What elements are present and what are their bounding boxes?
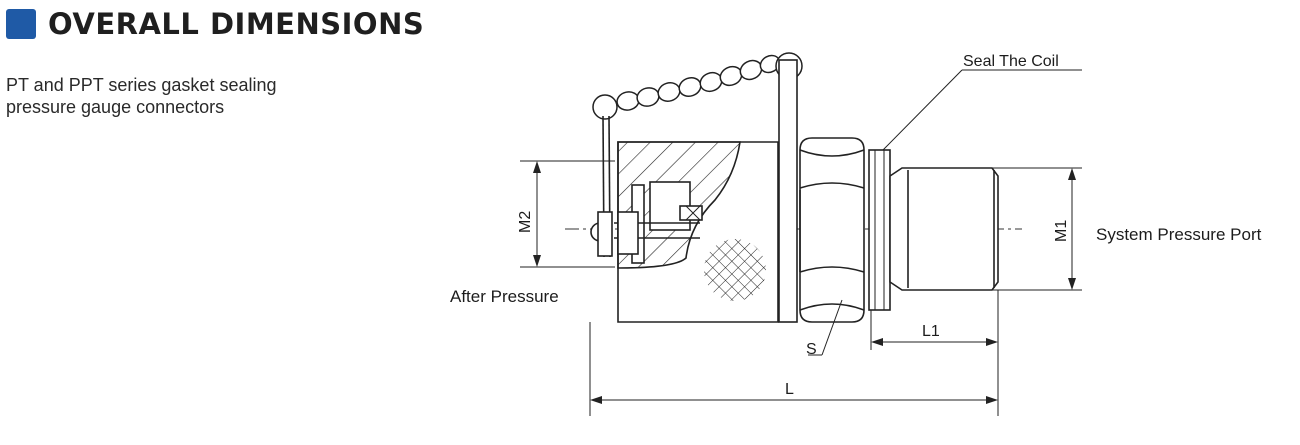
dimension-lines <box>520 69 1082 416</box>
threaded-stem <box>889 167 999 291</box>
description-line-2: pressure gauge connectors <box>6 97 225 117</box>
description-line-1: PT and PPT series gasket sealing <box>6 75 277 95</box>
system-port-label: System Pressure Port <box>1096 225 1262 244</box>
m2-label: M2 <box>517 211 534 233</box>
seal-coil-label: Seal The Coil <box>963 53 1059 70</box>
l1-label: L1 <box>922 323 940 340</box>
cap-pin <box>590 115 613 258</box>
l-label: L <box>785 381 794 398</box>
seal-coil <box>868 149 891 311</box>
m1-label: M1 <box>1053 220 1070 242</box>
product-description: PT and PPT series gasket sealing pressur… <box>6 74 406 118</box>
dimension-arrows <box>533 161 1076 404</box>
after-pressure-label: After Pressure <box>450 287 559 306</box>
heading-square-icon <box>6 9 36 39</box>
page-title: OVERALL DIMENSIONS <box>48 7 425 41</box>
cap-chain <box>592 52 803 120</box>
s-label: S <box>806 341 817 358</box>
section-heading: OVERALL DIMENSIONS <box>6 4 424 44</box>
hex-nut <box>799 137 865 323</box>
retaining-plate <box>778 59 798 323</box>
connector-body <box>614 141 779 323</box>
